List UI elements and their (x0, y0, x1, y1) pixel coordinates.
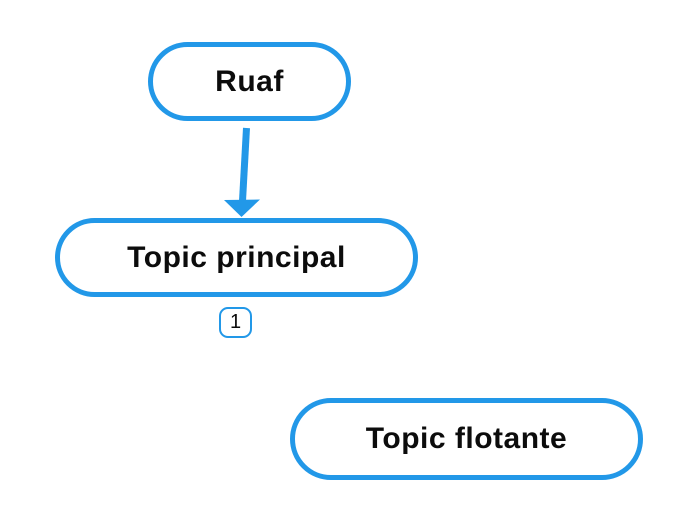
topic-node-flotante[interactable]: Topic flotante (290, 398, 643, 480)
topic-node-principal[interactable]: Topic principal (55, 218, 418, 297)
connector-line (239, 127, 250, 202)
arrowhead-icon (224, 199, 260, 217)
collapsed-count-badge[interactable]: 1 (219, 307, 252, 338)
topic-node-ruaf[interactable]: Ruaf (148, 42, 351, 121)
collapsed-count: 1 (229, 311, 242, 333)
topic-label-ruaf: Ruaf (215, 64, 284, 98)
topic-label-principal: Topic principal (127, 240, 346, 274)
topic-label-flotante: Topic flotante (365, 422, 568, 455)
